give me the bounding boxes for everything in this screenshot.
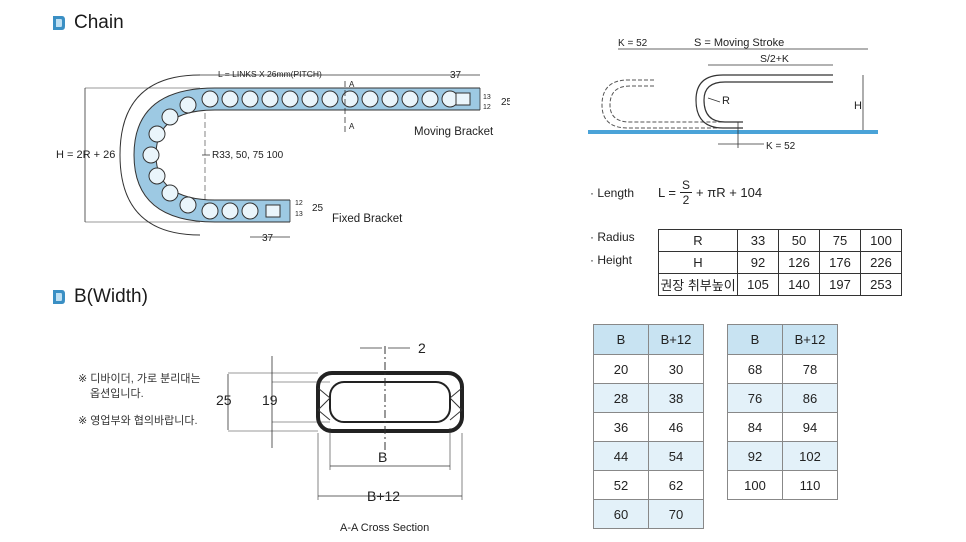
length-label: · Length xyxy=(590,185,635,200)
height-spec-label: · Height xyxy=(590,253,633,267)
table-row: 60 70 xyxy=(593,499,704,529)
table-row: 28 38 xyxy=(593,383,704,413)
dim-37-bottom: 37 xyxy=(262,233,274,244)
h-label: H xyxy=(854,100,862,112)
section-title-chain: Chain xyxy=(52,12,124,34)
k-bottom-label: K = 52 xyxy=(766,141,796,152)
dim-12-bottom: 12 xyxy=(295,200,303,207)
formula-rest: + πR + 104 xyxy=(696,185,763,200)
formula-lhs: L = xyxy=(658,185,676,200)
cross-section-drawing: 2 25 19 B B+12 A-A Cross Section xyxy=(216,340,464,534)
table-row: H 92 126 176 226 xyxy=(658,251,902,274)
table-row: 20 30 xyxy=(593,354,704,384)
table-row: 권장 취부높이 105 140 197 253 xyxy=(658,273,902,296)
radius-label: R33, 50, 75 100 xyxy=(212,150,284,161)
section-mark-top: A xyxy=(349,80,355,89)
table-header-row: B B+12 xyxy=(727,324,838,355)
formula-denominator: 2 xyxy=(682,193,690,207)
section-title-width: B(Width) xyxy=(52,286,148,308)
shield-marker-icon xyxy=(53,16,65,30)
table-row: R 33 50 75 100 xyxy=(658,229,902,252)
ground-line xyxy=(588,130,878,134)
chain-heading: Chain xyxy=(74,12,124,33)
table-row: 92 102 xyxy=(727,441,838,471)
dim-b: B xyxy=(378,449,387,465)
radius-spec-label: · Radius xyxy=(590,230,635,244)
r-label: R xyxy=(722,95,730,107)
dim-2: 2 xyxy=(418,340,426,356)
note-divider: ※ 디바이더, 가로 분리대는 옵션입니다. xyxy=(78,373,201,400)
dim-37-top: 37 xyxy=(450,70,462,81)
dim-25-bottom: 25 xyxy=(312,203,324,214)
table-row: 36 46 xyxy=(593,412,704,442)
shield-marker-icon xyxy=(53,290,65,304)
table-row: 100 110 xyxy=(727,470,838,500)
s2k-label: S/2+K xyxy=(760,53,789,65)
formula-fraction: S 2 xyxy=(680,178,693,207)
table-header-row: B B+12 xyxy=(593,324,704,355)
width-table-right: B B+12 68 78 76 86 84 94 92 102 100 110 xyxy=(727,324,838,500)
table-row: 76 86 xyxy=(727,383,838,413)
k-top-label: K = 52 xyxy=(618,38,648,49)
dim-12-top: 12 xyxy=(483,104,491,111)
dim-13-bottom: 13 xyxy=(295,211,303,218)
fixed-bracket-label: Fixed Bracket xyxy=(332,213,403,225)
dim-25-top: 25 xyxy=(501,97,510,108)
links-label: L = LINKS X 26mm(PITCH) xyxy=(218,69,322,79)
width-heading: B(Width) xyxy=(74,286,148,307)
width-table-left: B B+12 20 30 28 38 36 46 44 54 52 62 60 … xyxy=(593,324,704,529)
chain-drawing: L = LINKS X 26mm(PITCH) 37 A A 13 12 25 … xyxy=(84,69,510,244)
formula-numerator: S xyxy=(680,178,693,193)
table-row: 68 78 xyxy=(727,354,838,384)
moving-bracket-label: Moving Bracket xyxy=(414,126,494,138)
section-mark-bottom: A xyxy=(349,122,355,131)
height-formula-label: H = 2R + 26 xyxy=(56,149,116,161)
chain-band xyxy=(133,88,480,222)
cross-section-caption: A-A Cross Section xyxy=(340,522,429,534)
dim-19: 19 xyxy=(262,392,278,408)
length-formula: · Length L = S 2 + πR + 104 xyxy=(590,178,762,207)
table-row: 44 54 xyxy=(593,441,704,471)
note-sales: ※ 영업부와 협의바랍니다. xyxy=(78,415,198,427)
dim-b12: B+12 xyxy=(367,488,400,504)
radius-height-table: R 33 50 75 100 H 92 126 176 226 권장 취부높이 … xyxy=(658,229,902,296)
moving-stroke-label: S = Moving Stroke xyxy=(694,37,784,49)
dim-13-top: 13 xyxy=(483,94,491,101)
stroke-drawing: K = 52 S = Moving Stroke S/2+K R H K = 5… xyxy=(588,37,878,152)
dim-25: 25 xyxy=(216,392,232,408)
table-row: 84 94 xyxy=(727,412,838,442)
table-row: 52 62 xyxy=(593,470,704,500)
